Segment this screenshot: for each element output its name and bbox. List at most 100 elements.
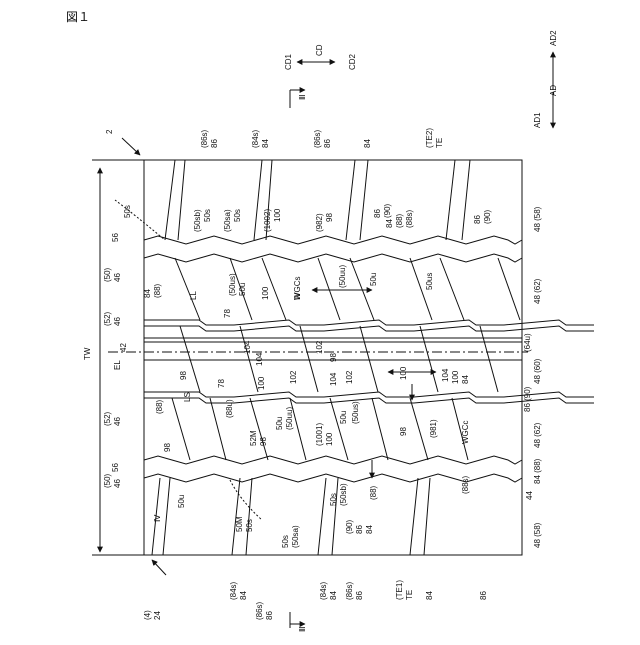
outer-main-groove-bottom-upper [144,456,522,464]
inner-label-100-f: 100 [325,432,334,446]
shoulder-lug-groove-top-4 [178,160,185,240]
inner-label-50sa-b: (50sa) [291,525,300,548]
inner-label-982: (982) [315,213,324,232]
direction-cd1: CD1 [284,53,293,70]
inner-label-50uu-a: (50uu) [338,265,347,288]
inner-label-104-c: 104 [329,372,338,386]
left-label-52-46-top-0: (52) [103,311,112,326]
shoulder-lug-groove-top-7 [462,160,470,240]
inner-label-50m: 50M [235,516,244,532]
section-label-top: Ⅲ [298,94,307,100]
inner-label-ll: LL [189,291,198,300]
top-label-te2-top-0: (TE2) [425,128,434,148]
left-label-52-46-bot-0: (52) [103,411,112,426]
bottom-label-84s-bot-2-0: (84s) [319,581,328,600]
inner-label-50us-c: (50us) [351,401,360,424]
right-label-48-62-bot-0: 48 (62) [533,422,542,448]
outer-main-groove-top-upper [144,236,522,244]
bottom-label-86s-bot-2-1: 86 [355,591,364,600]
ref-24-leader [152,560,166,575]
inner-label-50us-a: (50us) [228,273,237,296]
middle-sipe-bottom-0 [172,398,190,460]
inner-label-50us-b: 50us [425,273,434,290]
bottom-label-84s-bot-1-0: (84s) [229,581,238,600]
inner-label-90-c: (90) [345,519,354,534]
right-label-48-60-0: 48 (60) [533,358,542,384]
inner-label-50s-b: 50s [203,209,212,222]
center-sipe-3 [360,326,378,392]
inner-label-104-a: 104 [243,340,252,354]
inner-label-52m: 52M [249,430,258,446]
inner-label-98-d: 98 [259,437,268,446]
inner-label-50sb-a: (50sb) [193,209,202,232]
bottom-label-84-bot-0: 84 [425,591,434,600]
inner-label-100-a: 100 [273,208,282,222]
direction-ad2: AD2 [549,30,558,46]
left-label-50-46-top-1: 46 [113,273,122,282]
top-label-84s-top-1-1: 84 [261,139,270,148]
inner-label-84-c: 84 [461,375,470,384]
inner-label-84-a: 84 [385,219,394,228]
inner-label-100-b: 100 [261,286,270,300]
inner-label-86-a: 86 [373,209,382,218]
direction-cd: CD [315,44,324,56]
middle-sipe-bottom-6 [372,398,388,460]
inner-label-98-a: 98 [325,213,334,222]
middle-sipe-top-3 [440,258,464,320]
bottom-label-86-bot-0: 86 [479,591,488,600]
inner-label-98-e: 98 [399,427,408,436]
inner-label-88s-a: (88s) [405,209,414,228]
top-label-86s-top-1-1: 86 [210,139,219,148]
inner-label-88u-c: (88u) [225,399,234,418]
shoulder-lug-groove-top-3 [446,160,455,240]
inner-label-102-a: 102 [315,340,324,354]
inner-label-iv-a: Ⅳ [153,514,162,522]
inner-label-78-a: 78 [223,309,232,318]
top-label-86s-top-1-0: (86s) [200,129,209,148]
shoulder-lug-groove-bottom-6 [332,478,338,555]
inner-label-iv-b: Ⅳ [293,292,302,300]
left-label-52-46-top-1: 46 [113,317,122,326]
inner-label-88-a: (88) [395,213,404,228]
shoulder-lug-groove-top-2 [346,160,355,240]
inner-label-100-c: 100 [399,366,408,380]
middle-sipe-top-5 [318,258,340,320]
inner-label-50s-a: 50s [123,205,132,218]
inner-label-98-c: 98 [179,371,188,380]
middle-sipe-top-7 [498,258,520,320]
top-label-86s-top-2-1: 86 [323,139,332,148]
inner-label-50u-d: 50u [339,411,348,424]
center-sipe-0 [180,326,200,392]
inner-label-wgcc: WGCc [461,420,470,444]
left-label-52-46-bot-1: 46 [113,417,122,426]
shoulder-lug-groove-top-0 [165,160,175,240]
bottom-label-84s-bot-2-1: 84 [329,591,338,600]
left-label-56-top-0: 56 [111,233,120,242]
top-label-84-top-1-0: 84 [363,139,372,148]
figure-title: 図１ [66,8,90,25]
middle-sipe-top-0 [175,258,200,320]
center-groove-top-a [144,320,594,325]
right-label-44-0: 44 [525,491,534,500]
left-label-50-46-bot-0: (50) [103,473,112,488]
inner-label-ref-2: 2 [105,129,114,134]
middle-sipe-bottom-1 [250,398,268,460]
center-groove-top-b [144,326,594,331]
direction-cd2: CD2 [348,53,357,70]
inner-label-98-b: 98 [329,353,338,362]
bottom-label-te1-bot-1: TE [405,590,414,600]
bottom-label-86s-bot-1-0: (86s) [255,601,264,620]
inner-label-50s-e: 50s [281,535,290,548]
inner-label-50sa-a: (50sa) [223,209,232,232]
direction-ad1: AD1 [533,112,542,128]
bottom-label-84s-bot-1-1: 84 [239,591,248,600]
inner-label-1001: (1001) [315,423,324,446]
inner-label-50u-b: 50u [369,273,378,286]
shoulder-lug-groove-bottom-5 [246,478,252,555]
ref-2-leader [122,138,140,155]
top-label-te2-top-1: TE [435,138,444,148]
inner-label-84-d: 84 [365,525,374,534]
center-sipe-2 [300,326,318,392]
